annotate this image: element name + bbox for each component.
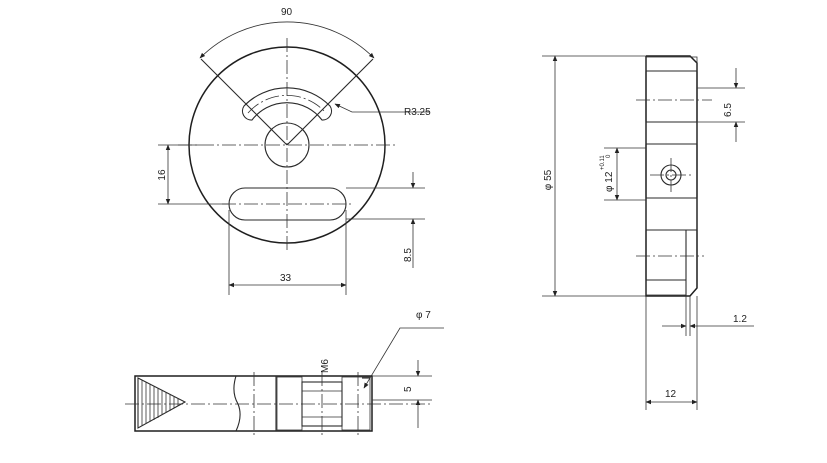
side-section-view: φ 55 6.5 φ 12 +0.11 0 1.2 12 xyxy=(542,55,754,410)
dim12-label: 12 xyxy=(665,389,677,400)
radius-leader xyxy=(334,103,430,113)
side-outline xyxy=(645,55,698,297)
bottom-outline xyxy=(134,375,373,432)
thread-m6-label: M6 xyxy=(320,359,331,373)
break-line xyxy=(233,375,241,432)
dim12b-tol-zero: 0 xyxy=(606,154,612,158)
angle-dimension-arc xyxy=(199,21,375,59)
dim5-label: 5 xyxy=(403,386,414,392)
hatch-upper xyxy=(645,121,698,145)
angle-label: 90 xyxy=(281,7,293,18)
diag-line-left xyxy=(200,58,288,146)
dim55-label: φ 55 xyxy=(543,169,554,190)
dim12c-label: 1.2 xyxy=(733,314,747,325)
hatch-top xyxy=(645,56,698,72)
hatch-bottom xyxy=(645,279,687,296)
arc-slot xyxy=(241,87,333,121)
hole7-leader xyxy=(363,327,444,389)
diag-line-right xyxy=(286,58,374,146)
center-bore xyxy=(264,122,310,168)
dim65-label: 6.5 xyxy=(723,103,734,117)
hatch-mid xyxy=(645,197,698,231)
knurl-lines xyxy=(141,380,179,426)
hole7-label: φ 7 xyxy=(416,310,431,321)
knurl-cone xyxy=(137,377,187,429)
front-view: 90 R3.25 16 33 8.5 xyxy=(157,7,431,295)
radius-label: R3.25 xyxy=(404,107,431,118)
dim33-label: 33 xyxy=(280,273,292,284)
bottom-view: M6 φ 7 5 xyxy=(125,310,444,436)
dim85-label: 8.5 xyxy=(403,248,414,262)
bottom-hatch-left xyxy=(276,376,303,431)
dim12b-label: φ 12 xyxy=(604,171,615,192)
dim12b-tol: +0.11 xyxy=(600,155,606,170)
dim16-label: 16 xyxy=(157,169,168,181)
